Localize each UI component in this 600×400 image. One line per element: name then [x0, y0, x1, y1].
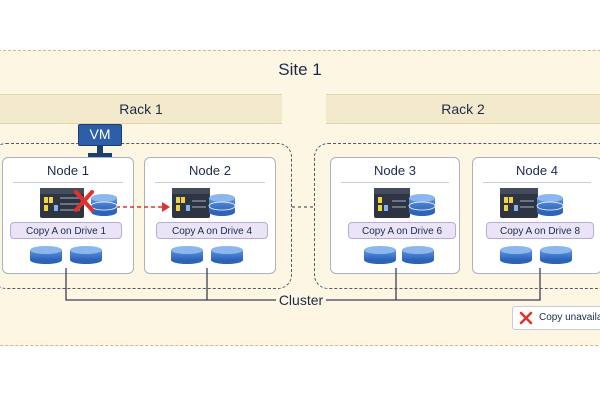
drive-icon: [500, 246, 532, 264]
divider: [13, 182, 123, 183]
vm-label: VM: [89, 126, 111, 142]
vm-base: [88, 153, 112, 157]
cluster-label: Cluster: [276, 292, 326, 308]
server-icon: [500, 188, 538, 218]
drive-icon: [211, 246, 243, 264]
divider: [155, 182, 265, 183]
drive-stack-icon: [208, 194, 236, 216]
drive-icon: [70, 246, 102, 264]
copy-label-node-2: Copy A on Drive 4: [156, 222, 268, 239]
rack-1-boundary: [0, 143, 292, 289]
drive-stack-icon: [536, 194, 564, 216]
server-icon: [374, 188, 410, 218]
failure-x-icon: [74, 190, 94, 212]
server-icon: [40, 188, 84, 218]
node-4[interactable]: Node 4: [472, 157, 600, 274]
site-title: Site 1: [278, 60, 322, 79]
node-2[interactable]: Node 2: [144, 157, 276, 274]
vm-icon[interactable]: VM: [78, 124, 122, 146]
drive-icon: [540, 246, 572, 264]
copy-label-node-1: Copy A on Drive 1: [10, 222, 122, 239]
legend: Copy unavailable: [512, 306, 600, 330]
rack-2-label: Rack 2: [441, 101, 485, 117]
copy-label-node-3: Copy A on Drive 6: [348, 222, 456, 239]
rack-1-label: Rack 1: [119, 101, 163, 117]
node-title: Node 4: [516, 163, 558, 178]
copy-label-node-4: Copy A on Drive 8: [486, 222, 594, 239]
vm-stand: [97, 146, 103, 154]
drive-icon: [364, 246, 396, 264]
server-icon: [172, 188, 210, 218]
node-title: Node 3: [374, 163, 416, 178]
drive-icon: [30, 246, 62, 264]
drive-stack-icon: [408, 194, 436, 216]
node-title: Node 2: [189, 163, 231, 178]
drive-stack-icon: [90, 194, 118, 216]
node-title: Node 1: [47, 163, 89, 178]
cluster-connector: [65, 268, 541, 301]
drive-icon: [402, 246, 434, 264]
rack-1-header: Rack 1: [0, 94, 282, 124]
divider: [483, 182, 591, 183]
rack-2-boundary: [314, 143, 600, 289]
drive-icon: [171, 246, 203, 264]
unavailable-x-icon: [519, 311, 533, 325]
rack-2-header: Rack 2: [326, 94, 600, 124]
legend-label: Copy unavailable: [539, 312, 600, 323]
divider: [341, 182, 449, 183]
